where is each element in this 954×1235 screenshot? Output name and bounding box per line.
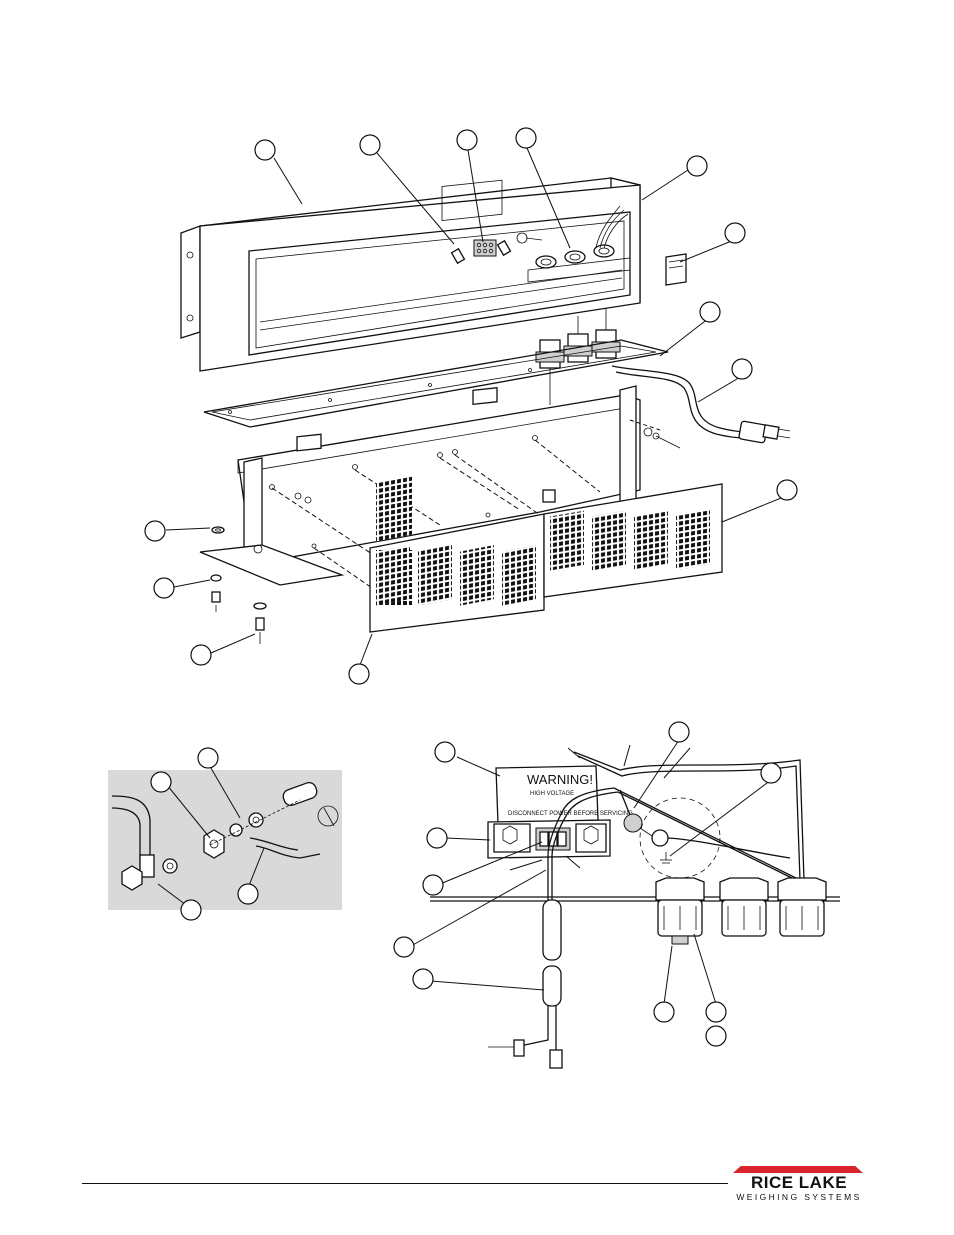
vent-holes-left: [376, 477, 412, 542]
warning-line1: HIGH VOLTAGE: [530, 791, 574, 797]
label-plate: [666, 254, 686, 285]
logo-name: RICE LAKE: [731, 1173, 867, 1193]
cord-grips: [536, 308, 620, 405]
logo-subtitle: WEIGHING SYSTEMS: [731, 1192, 867, 1202]
logo-accent-bar: [733, 1166, 863, 1173]
footer-rule: [82, 1183, 728, 1184]
ground-detail: [108, 770, 342, 910]
warning-title: WARNING!: [527, 772, 593, 787]
wiring-detail: WARNING! HIGH VOLTAGE DISCONNECT POWER B…: [430, 752, 840, 1068]
company-logo: RICE LAKE WEIGHING SYSTEMS: [731, 1166, 867, 1206]
warning-line2: DISCONNECT POWER BEFORE SERVICING: [508, 811, 633, 817]
